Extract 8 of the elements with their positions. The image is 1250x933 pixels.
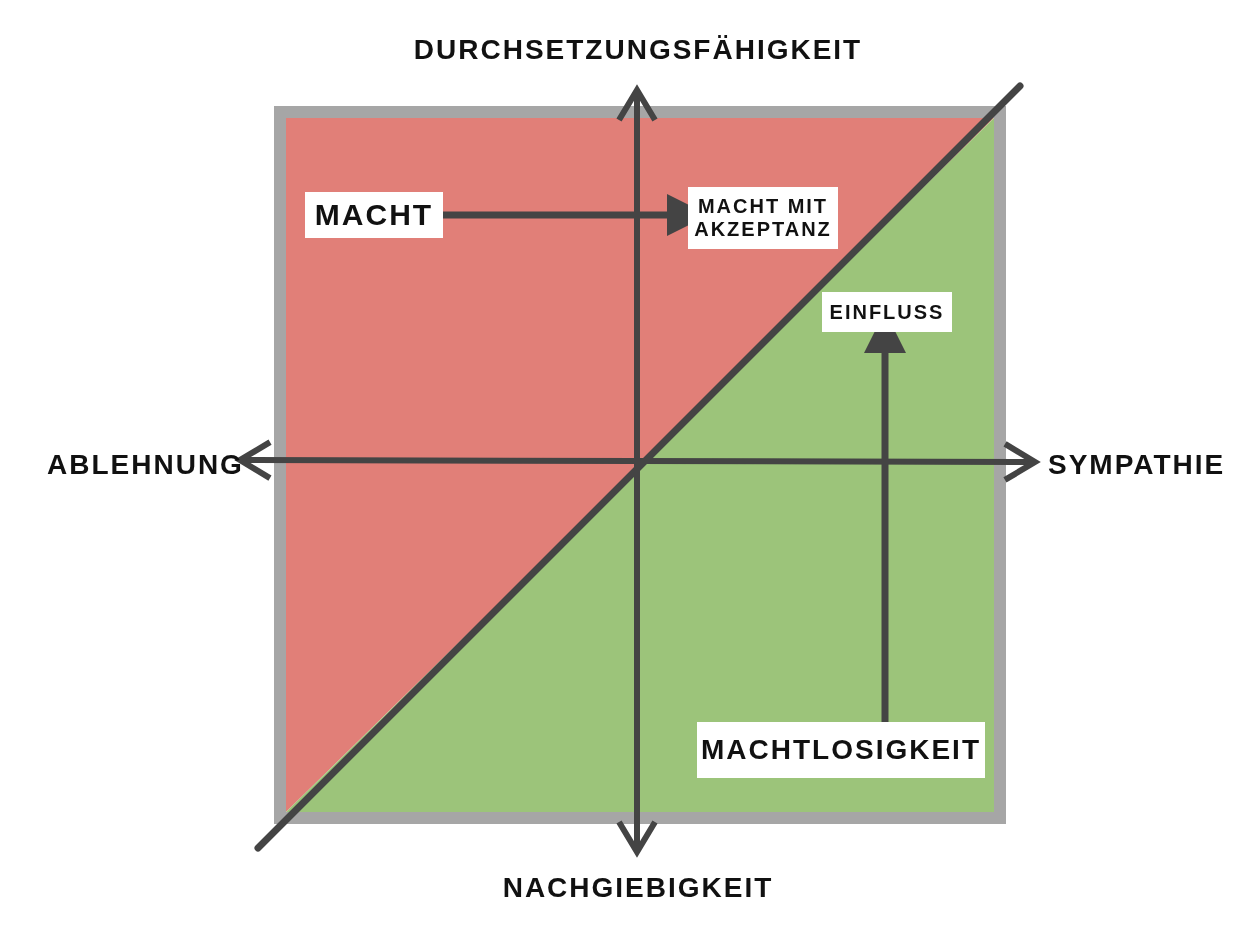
- axis-label: ABLEHNUNG: [47, 449, 244, 481]
- label-box: MACHTLOSIGKEIT: [697, 722, 985, 778]
- axis-label: NACHGIEBIGKEIT: [502, 872, 774, 904]
- label-box: MACHT: [305, 192, 443, 238]
- axis-label: SYMPATHIE: [1048, 449, 1226, 481]
- label-box: EINFLUSS: [822, 292, 952, 332]
- axis-label: DURCHSETZUNGSFÄHIGKEIT: [413, 34, 863, 66]
- label-box: MACHT MIT AKZEPTANZ: [688, 187, 838, 249]
